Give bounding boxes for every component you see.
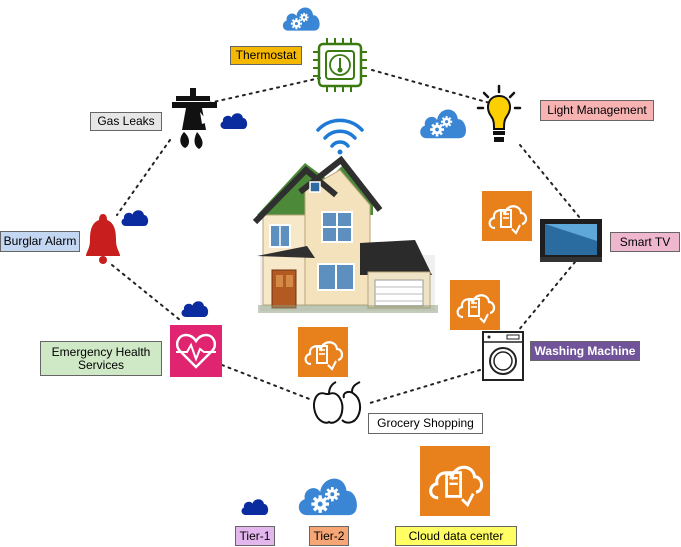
tier1-cloud-icon-gas: [220, 113, 248, 129]
tier1-cloud-icon-health: [181, 301, 209, 317]
link-gas-burglar: [116, 139, 171, 216]
link-health-grocery: [221, 364, 313, 401]
link-thermostat-light: [371, 69, 491, 104]
tier1-cloud-icon-burglar: [121, 210, 149, 226]
connection-lines: [111, 69, 581, 404]
tier2-cloud-icon-light: [420, 109, 467, 139]
label-smart-tv: Smart TV: [610, 232, 680, 252]
link-thermostat-gas: [199, 77, 321, 106]
cloud-dc-icon-tv: [482, 191, 532, 241]
tier2-cloud-icon-thermostat: [282, 7, 320, 31]
label-thermostat: Thermostat: [230, 46, 302, 65]
legend-tier1: Tier-1: [235, 526, 275, 546]
link-tv-washing: [512, 261, 576, 338]
label-burglar-alarm: Burglar Alarm: [0, 231, 80, 252]
label-grocery-shopping: Grocery Shopping: [368, 413, 483, 434]
label-light-management: Light Management: [540, 100, 654, 121]
label-gas-leaks: Gas Leaks: [90, 112, 162, 131]
label-washing-machine: Washing Machine: [530, 341, 640, 361]
wifi-icon: [316, 118, 364, 155]
tier1-legend-cloud-icon: [241, 499, 269, 515]
label-emergency-health: Emergency Health Services: [40, 341, 162, 376]
health-heart-icon: [170, 325, 222, 377]
smart-tv-icon: [540, 219, 602, 262]
link-burglar-health: [111, 264, 181, 321]
alarm-bell-icon: [86, 214, 120, 264]
house-icon: [252, 155, 438, 313]
washing-machine-icon: [482, 331, 524, 381]
link-washing-grocery: [369, 369, 481, 404]
thermostat-icon: [313, 38, 367, 92]
legend-cloud-data-center: Cloud data center: [395, 526, 517, 546]
light-bulb-icon: [476, 84, 522, 142]
tier2-legend-cloud-icon: [298, 478, 357, 516]
cloud-dc-legend-icon: [420, 446, 490, 516]
gas-leak-icon: [172, 88, 217, 149]
cloud-dc-icon-grocery: [298, 327, 348, 377]
link-light-tv: [519, 144, 581, 219]
cloud-dc-icon-washing: [450, 280, 500, 330]
legend-tier2: Tier-2: [309, 526, 349, 546]
fruit-icon: [313, 381, 362, 424]
